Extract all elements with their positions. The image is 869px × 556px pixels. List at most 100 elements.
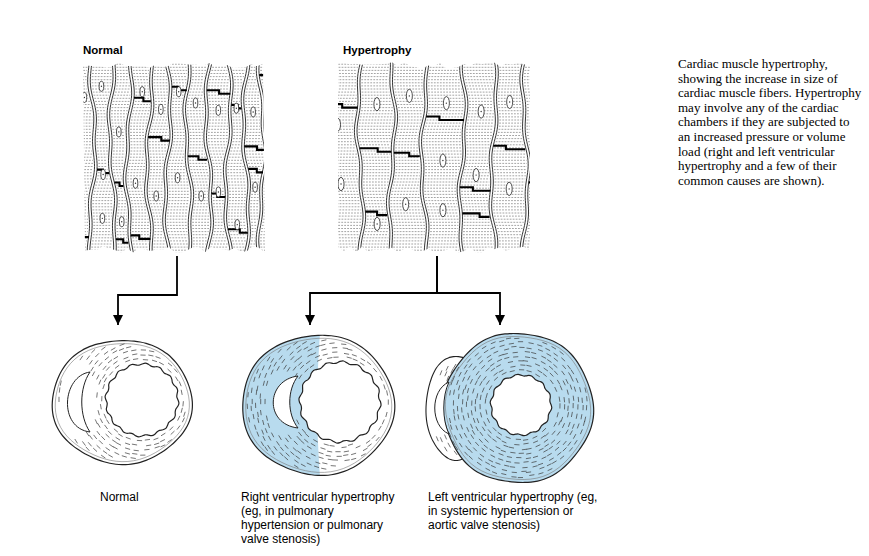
cell-nucleus — [440, 154, 446, 167]
nucleolus — [542, 189, 543, 190]
nucleolus — [337, 124, 338, 125]
cell-nucleus — [154, 191, 159, 201]
cell-nucleus — [175, 173, 180, 183]
right-ventricle-cavity — [435, 382, 449, 434]
nucleolus — [177, 177, 178, 178]
nucleolus — [409, 95, 410, 96]
cell-nucleus — [539, 97, 545, 110]
nucleolus — [405, 204, 406, 205]
cell-nucleus — [159, 104, 164, 114]
nucleolus — [270, 203, 271, 204]
heart-wall-outline — [243, 335, 395, 475]
myocardium-texture — [247, 340, 388, 469]
nucleolus — [340, 183, 341, 184]
nucleolus — [101, 86, 102, 87]
cell-nucleus — [406, 89, 412, 102]
flow-arrow — [310, 256, 437, 325]
cell-nucleus — [176, 87, 181, 97]
cell-nucleus — [253, 182, 258, 192]
panel-heading: Normal — [83, 43, 263, 57]
cell-nucleus — [193, 98, 198, 108]
right-ventricle-cavity — [67, 372, 90, 432]
cell-nucleus — [199, 191, 204, 201]
flow-arrow — [437, 256, 500, 325]
heart-wall — [52, 341, 192, 465]
myocardium-texture — [436, 338, 587, 478]
heart-section — [230, 320, 395, 490]
cell-nucleus — [101, 169, 106, 179]
cell-nucleus — [374, 217, 380, 230]
fiber-borders — [317, 58, 564, 256]
heart-cross-section: Normal — [50, 325, 195, 507]
section-label: Normal — [100, 490, 190, 504]
nucleolus — [218, 191, 219, 192]
intercalated-discs — [74, 75, 282, 243]
cell-nucleus — [79, 211, 84, 221]
epicardium-line — [55, 344, 189, 462]
nucleolus — [81, 215, 82, 216]
left-ventricle-cavity — [490, 374, 552, 435]
nucleolus — [442, 209, 443, 210]
cell-nucleus — [338, 177, 344, 190]
fiber-borders — [68, 58, 287, 256]
nucleolus — [254, 186, 255, 187]
cell-nucleus — [335, 118, 341, 131]
tissue-panel: Normal — [80, 40, 270, 256]
nucleolus — [118, 131, 119, 132]
nucleolus — [475, 174, 476, 175]
nucleolus — [541, 103, 542, 104]
left-ventricle-cavity — [105, 363, 179, 437]
heart-section — [426, 334, 594, 483]
muscle-tissue — [68, 58, 287, 257]
cell-nucleus — [119, 217, 124, 227]
heart-cross-section: Left ventricular hypertrophy (eg, in sys… — [426, 325, 602, 535]
right-ventricle-cavity — [273, 376, 298, 428]
nucleolus — [195, 102, 196, 103]
heart-section — [52, 341, 192, 465]
cell-nucleus — [216, 105, 221, 115]
section-label: Left ventricular hypertrophy (eg, in sys… — [428, 490, 600, 532]
cell-nucleus — [117, 127, 122, 137]
cell-nucleus — [374, 98, 380, 111]
fiber-striations — [72, 58, 283, 256]
cell-nucleus — [140, 87, 145, 97]
epicardium-line — [445, 336, 590, 479]
left-ventricle-cavity — [299, 361, 381, 443]
cell-nucleus — [216, 187, 221, 197]
nucleolus — [252, 111, 253, 112]
nucleolus — [376, 103, 377, 104]
cell-nucleus — [269, 198, 274, 208]
cell-nucleus — [272, 100, 277, 110]
tissue-fibers — [68, 58, 287, 257]
figure-caption: Cardiac muscle hypertrophy, showing the … — [678, 57, 863, 188]
nucleolus — [446, 102, 447, 103]
cell-nucleus — [478, 105, 484, 118]
nucleolus — [480, 111, 481, 112]
nucleolus — [135, 183, 136, 184]
epicardium-line — [246, 338, 392, 472]
nucleolus — [156, 195, 157, 196]
nucleolus — [142, 91, 143, 92]
nucleolus — [508, 188, 509, 189]
cell-nucleus — [234, 103, 239, 113]
cell-nucleus — [235, 220, 240, 230]
cell-nucleus — [403, 198, 409, 211]
hypertrophied-wall — [442, 334, 593, 483]
cell-nucleus — [507, 95, 513, 108]
cell-nucleus — [473, 168, 479, 181]
nucleolus — [442, 160, 443, 161]
myocardium-texture — [59, 344, 185, 459]
cell-nucleus — [99, 81, 104, 91]
nucleolus — [102, 218, 103, 219]
cell-nucleus — [443, 97, 449, 110]
cell-nucleus — [440, 204, 446, 217]
cell-nucleus — [100, 213, 105, 223]
nucleolus — [237, 224, 238, 225]
nucleolus — [102, 174, 103, 175]
cell-nucleus — [251, 107, 256, 117]
nucleolus — [273, 105, 274, 106]
nucleolus — [160, 109, 161, 110]
cell-nucleus — [133, 178, 138, 188]
